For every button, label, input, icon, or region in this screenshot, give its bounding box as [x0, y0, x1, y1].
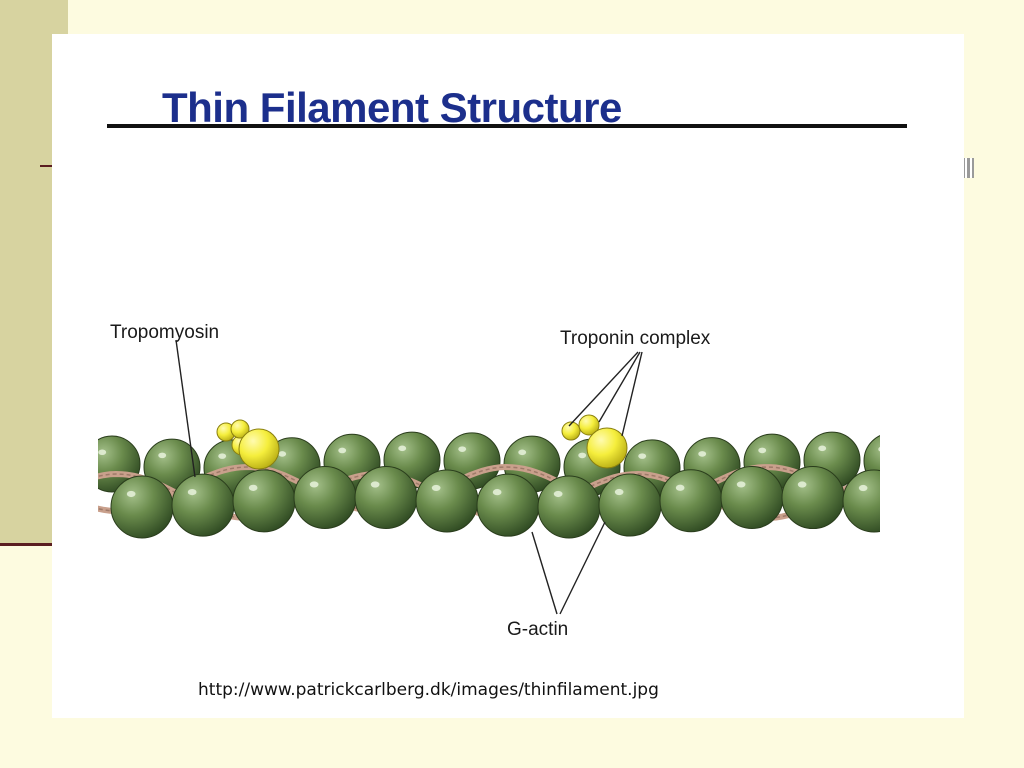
- thin-filament-diagram: [98, 339, 964, 615]
- source-url[interactable]: http://www.patrickcarlberg.dk/images/thi…: [198, 680, 659, 700]
- accent-line-bottom: [0, 543, 60, 546]
- g-actin-pointer: [531, 531, 558, 615]
- g-actin-monomer: [110, 475, 174, 539]
- troponin-subunit: [561, 421, 581, 441]
- g-actin-monomer: [904, 474, 964, 536]
- g-actin-monomer: [171, 473, 235, 537]
- troponin-subunit: [578, 414, 600, 436]
- g-actin-monomer: [232, 469, 296, 533]
- troponin-subunit: [230, 419, 250, 439]
- g-actin-monomer: [598, 473, 662, 537]
- g-actin-monomer: [537, 475, 601, 539]
- filament-body: [98, 431, 964, 539]
- troponin-pointer: [568, 351, 639, 427]
- troponin-complex-right: [561, 414, 628, 469]
- title-underline: [107, 124, 907, 128]
- label-tropomyosin: Tropomyosin: [110, 322, 220, 343]
- g-actin-monomer: [720, 465, 784, 529]
- g-actin-monomer: [293, 465, 357, 529]
- diagram-image-frame: Thin Filament Structure: [52, 34, 964, 718]
- actin-front-row: [110, 465, 964, 539]
- troponin-complex-left: [216, 419, 280, 470]
- g-actin-monomer: [415, 469, 479, 533]
- slide-title: Thin Filament Structure: [162, 84, 622, 131]
- g-actin-monomer: [842, 469, 880, 533]
- tropomyosin-pointer: [175, 339, 196, 478]
- g-actin-monomer: [354, 466, 418, 530]
- accent-line-top: [40, 165, 55, 167]
- troponin-pointer: [621, 351, 643, 437]
- g-actin-monomer: [781, 466, 845, 530]
- g-actin-monomer: [659, 469, 723, 533]
- label-g-actin: G-actin: [507, 619, 569, 640]
- troponin-pointer: [598, 351, 641, 423]
- g-actin-monomer: [476, 473, 540, 537]
- g-actin-pointer: [559, 521, 606, 615]
- label-pointer-lines: [175, 339, 643, 615]
- troponin-subunit: [238, 428, 280, 470]
- accent-right-marker: [962, 158, 974, 178]
- label-troponin-complex: Troponin complex: [560, 328, 711, 349]
- troponin-subunit: [586, 427, 628, 469]
